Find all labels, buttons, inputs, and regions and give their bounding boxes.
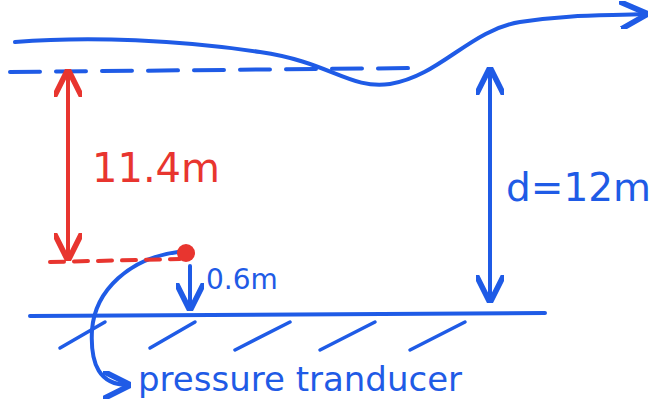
dimension-label: 0.6m	[206, 266, 278, 294]
depth-arrow	[488, 70, 492, 300]
transducer-level	[50, 259, 180, 262]
seabed-hatching	[60, 322, 465, 350]
dimension-label: d=12m	[506, 168, 651, 207]
mean-water-level	[10, 68, 420, 72]
depth-arrow-red	[66, 72, 70, 258]
height-arrow	[188, 266, 192, 308]
water-surface	[15, 14, 645, 85]
seabed-line	[30, 313, 545, 316]
dimension-label: 11.4m	[92, 148, 220, 188]
part-label: pressure tranducer	[138, 362, 462, 396]
pressure-transducer	[177, 244, 195, 262]
